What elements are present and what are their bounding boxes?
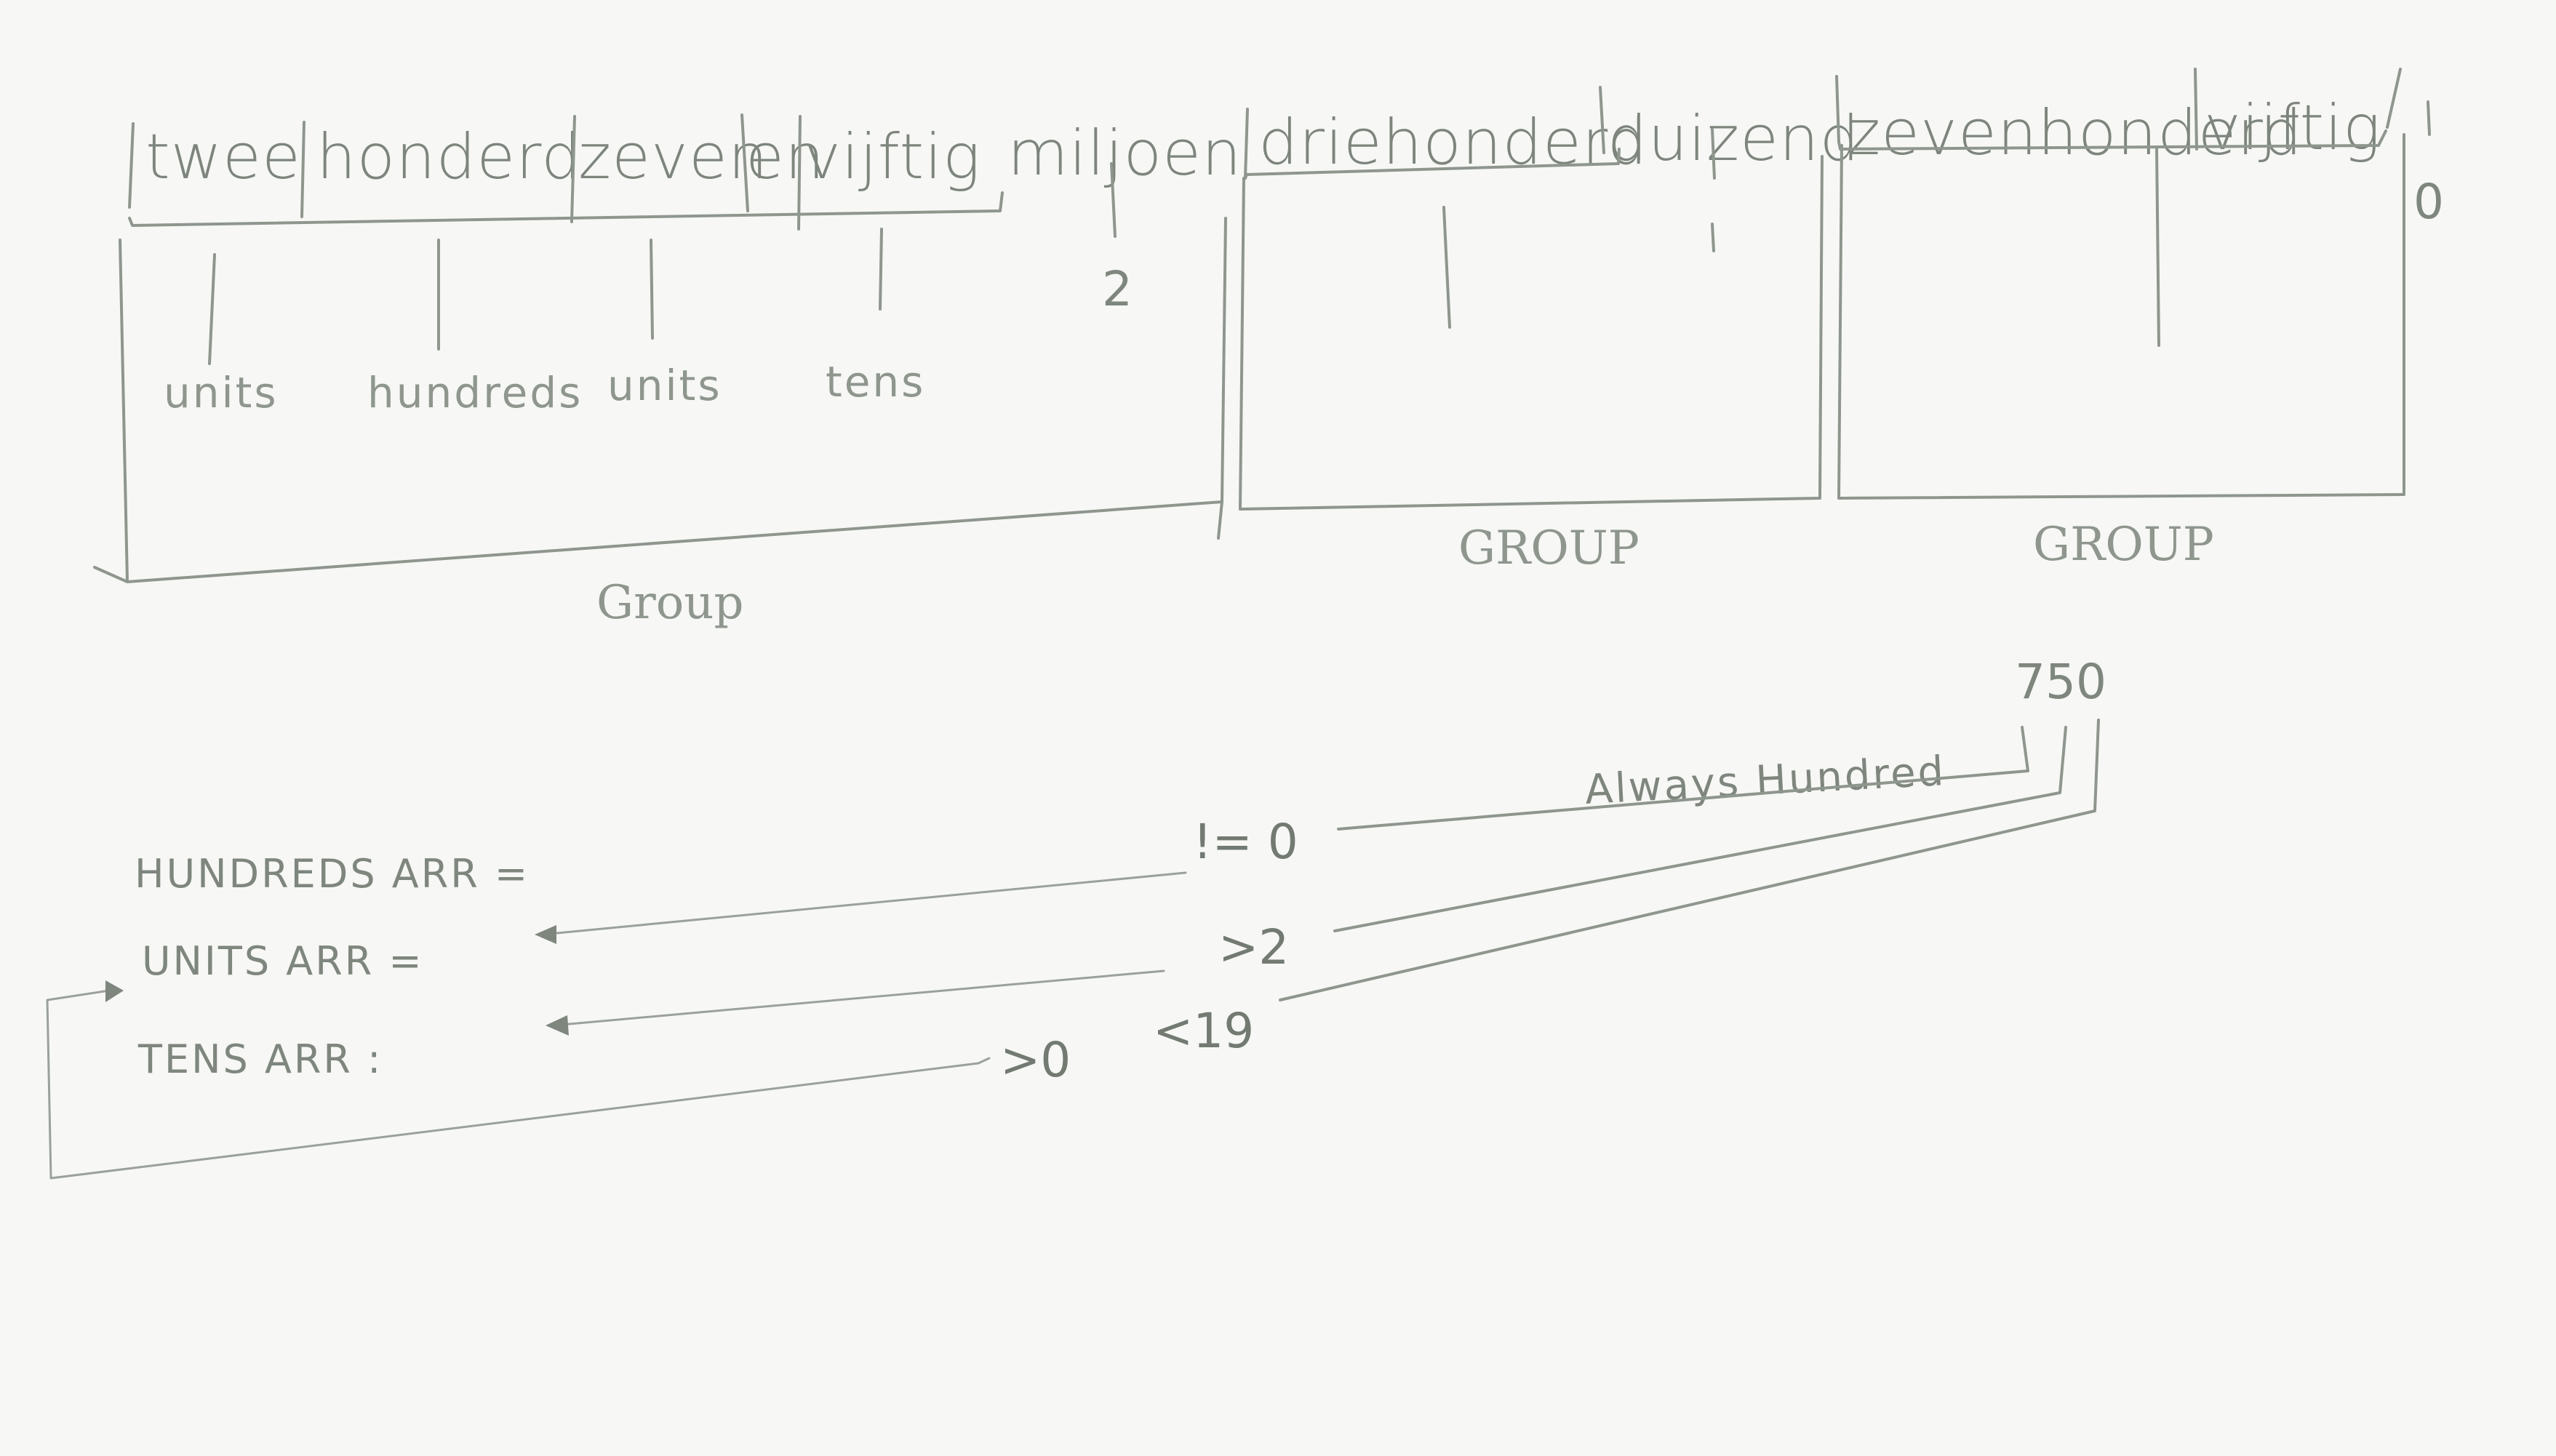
line-tens-digit (1333, 726, 2067, 932)
group-box-2 (1239, 155, 1824, 511)
index-mark-last: 0 (2413, 174, 2444, 230)
group-label-3: GROUP (2033, 518, 2214, 572)
tick-duizend (1711, 128, 1716, 180)
word-honderd: honderd (316, 121, 582, 193)
separator-line (570, 115, 576, 223)
separator-line (797, 115, 802, 231)
tick-units-2 (650, 239, 654, 340)
separator-line (740, 113, 749, 212)
separator-line (1835, 75, 1840, 143)
bracket-group-2 (1244, 148, 1621, 180)
group-box-1-tail (1217, 500, 1223, 540)
arrow-to-units-arr (540, 871, 1187, 936)
condition-not-zero: != 0 (1193, 814, 1298, 870)
arrowhead-tens (546, 1015, 569, 1036)
word-twee: twee (145, 121, 301, 193)
label-units: units (164, 368, 279, 417)
separator-line (300, 121, 305, 218)
arrowhead-loop (105, 980, 124, 1002)
separator-line (128, 122, 135, 209)
tick-duizend-lower (1711, 223, 1715, 252)
group-label-2: GROUP (1458, 521, 1640, 575)
bracket-group-3 (1837, 129, 2387, 151)
number-word: twee honderd zeven en vijftig miljoen dr… (145, 92, 2381, 193)
word-separators (128, 68, 2402, 231)
word-vijftig-2: vijftig (2204, 92, 2381, 164)
arrow-loop-to-units (46, 989, 991, 1180)
line-hundreds-digit (1337, 726, 2029, 831)
word-vijftig: vijftig (804, 121, 981, 193)
separator-line (2194, 68, 2198, 151)
group-label-1: Group (596, 576, 743, 630)
tick-zevenhonderd (2155, 148, 2160, 347)
word-driehonderd: driehonderd (1258, 106, 1648, 179)
group-box-3 (1837, 133, 2405, 500)
position-labels: units hundreds units tens (164, 357, 925, 417)
tick-units (208, 253, 216, 365)
word-zeven: zeven (578, 121, 768, 193)
tick-last (2427, 100, 2431, 136)
line-units-digit (1279, 719, 2100, 1001)
position-ticks (208, 100, 2431, 365)
units-arr-label: UNITS ARR = (142, 938, 424, 984)
label-units-2: units (607, 361, 722, 410)
condition-lt-nineteen: <19 (1153, 1003, 1254, 1059)
arrowhead-units (535, 925, 556, 944)
tick-driehonderd (1442, 206, 1451, 329)
separator-line (1599, 86, 1605, 154)
arrow-to-tens-arr (551, 969, 1165, 1027)
hundreds-arr-label: HUNDREDS ARR = (135, 851, 530, 897)
label-hundreds: hundreds (367, 368, 583, 417)
tens-arr-label: TENS ARR : (137, 1036, 383, 1082)
word-zevenhonderd: zevenhonderd (1848, 97, 2303, 169)
number-example: 750 (2015, 654, 2106, 710)
separator-line (2386, 68, 2402, 129)
separator-line (1244, 108, 1249, 180)
word-en: en (746, 121, 825, 193)
tick-tens (879, 228, 883, 311)
condition-gt-two: >2 (1218, 919, 1289, 975)
word-miljoen: miljoen (1007, 117, 1242, 190)
condition-gt-zero: >0 (1000, 1032, 1071, 1088)
bracket-group-1 (128, 191, 1004, 227)
tick-miljoen (1110, 162, 1117, 238)
label-tens: tens (826, 357, 925, 407)
word-duizend: duizend (1608, 103, 1860, 175)
index-mark-miljoen: 2 (1102, 261, 1133, 317)
